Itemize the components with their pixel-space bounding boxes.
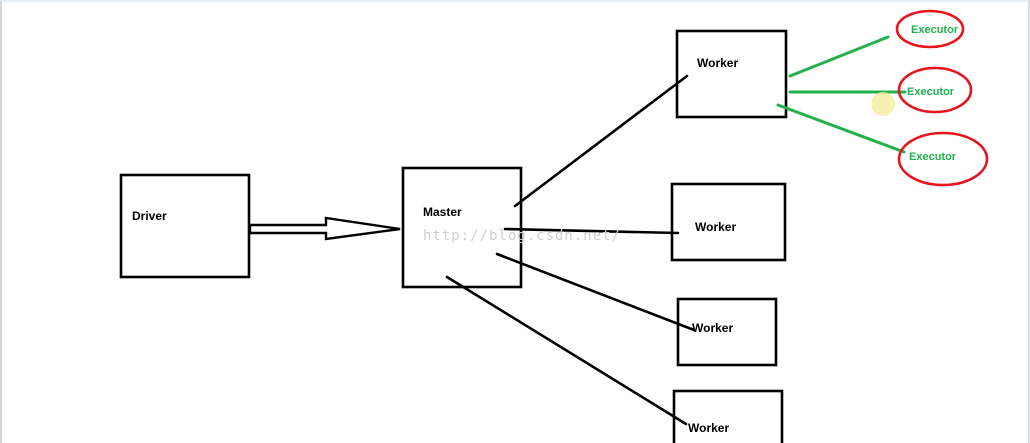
worker-box-3 — [676, 297, 778, 367]
worker-box-1 — [675, 29, 788, 119]
master-to-worker-1-line — [513, 74, 689, 208]
driver-box — [119, 173, 251, 279]
master-to-worker-3-line — [495, 252, 696, 332]
executor-ring-1 — [895, 9, 965, 49]
master-box — [401, 166, 523, 289]
watermark-text: http://blog.csdn.net/ — [423, 228, 621, 244]
worker-to-executor-3-line — [776, 103, 906, 154]
worker-label-4: Worker — [688, 421, 729, 435]
worker-box-4 — [672, 389, 784, 443]
master-label: Master — [423, 205, 462, 219]
driver-label: Driver — [132, 209, 167, 223]
executor-label-1: Executor — [911, 24, 959, 36]
executor-label-2: Executor — [907, 86, 955, 98]
executor-label-3: Executor — [909, 151, 957, 163]
master-to-worker-4-line — [445, 275, 688, 426]
master-to-worker-2-line — [503, 227, 680, 235]
executor-ring-3 — [897, 131, 989, 187]
cursor-highlight — [871, 92, 895, 116]
worker-to-executor-1-line — [788, 35, 890, 78]
executor-ring-2 — [897, 66, 973, 114]
worker-label-2: Worker — [695, 220, 736, 234]
driver-to-master-arrow — [248, 216, 401, 241]
worker-box-2 — [670, 182, 787, 262]
worker-label-1: Worker — [697, 56, 738, 70]
worker-label-3: Worker — [692, 321, 733, 335]
